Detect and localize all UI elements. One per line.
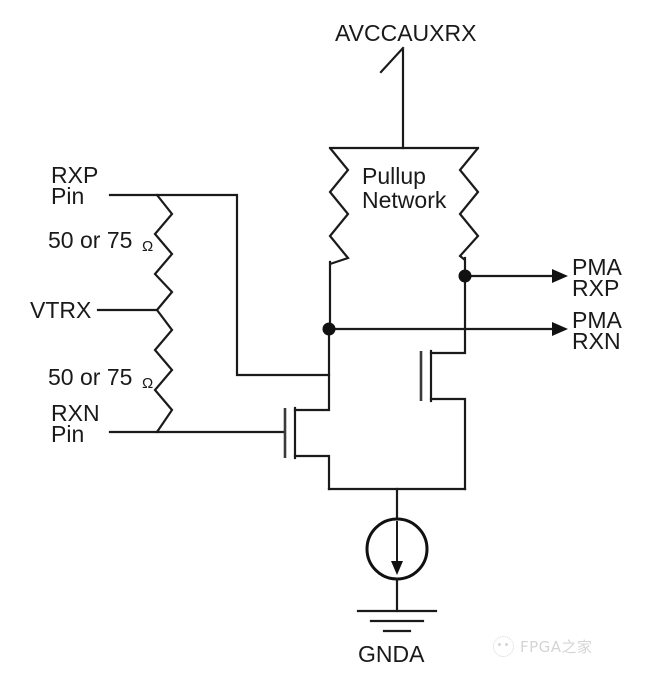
nmos-right-source-path — [429, 397, 467, 491]
pullup-left-resistor-zigzag — [328, 147, 350, 266]
ground-symbol-group — [356, 609, 438, 633]
pma-rxn-label-line1: PMA — [572, 307, 623, 333]
nmos-left-drain-path — [293, 327, 331, 412]
supply-rail-group — [379, 46, 405, 150]
watermark-text: FPGA之家 — [520, 638, 593, 656]
nmos-right-transistor — [419, 274, 467, 491]
termination-bottom-resistor-zigzag — [153, 309, 174, 433]
supply-leader-line — [379, 46, 405, 74]
termination-top-value-label: 50 or 75 — [48, 227, 132, 253]
nmos-left-transistor — [283, 327, 331, 491]
termination-bottom-value-label: 50 or 75 — [48, 364, 132, 390]
pma-rxp-label-line2: RXP — [572, 275, 619, 301]
current-source-arrowhead — [391, 561, 403, 575]
pullup-right-resistor-zigzag — [458, 147, 480, 261]
fpga-home-logo-icon — [493, 636, 514, 657]
pullup-network-group: Pullup Network — [328, 146, 480, 331]
nmos-left-source-path — [293, 454, 331, 491]
termination-network-group — [96, 193, 331, 434]
rxp-pin-label-line1: RXP — [51, 162, 98, 188]
supply-label: AVCCAUXRX — [335, 20, 476, 46]
pullup-label-line1: Pullup — [362, 163, 426, 189]
pma-output-arrows — [552, 269, 568, 336]
tail-current-source-group — [365, 487, 429, 613]
node-dot-pma-rxp — [458, 269, 472, 283]
rxn-pin-label-line2: Pin — [51, 421, 84, 447]
node-rails-group — [322, 269, 554, 491]
termination-top-unit-label: Ω — [142, 238, 153, 255]
pma-rxn-label-line2: RXN — [572, 328, 621, 354]
rxp-branch-route — [155, 193, 331, 377]
pma-rxp-label-line1: PMA — [572, 254, 623, 280]
termination-bottom-unit-label: Ω — [142, 375, 153, 392]
termination-top-resistor-zigzag — [153, 194, 174, 311]
diagram-labels-group: RXP Pin 50 or 75 Ω VTRX 50 or 75 Ω RXN P… — [30, 20, 623, 667]
pullup-label-line2: Network — [362, 187, 447, 213]
rxp-pin-label-line2: Pin — [51, 183, 84, 209]
vtrx-label: VTRX — [30, 297, 91, 323]
pma-rxp-arrowhead — [552, 269, 568, 283]
nmos-right-drain-path — [429, 274, 467, 355]
ground-label: GNDA — [358, 641, 425, 667]
rxn-pin-label-line1: RXN — [51, 400, 100, 426]
pma-rxn-arrowhead — [552, 322, 568, 336]
node-dot-pma-rxn — [322, 322, 336, 336]
watermark: FPGA之家 — [493, 636, 593, 657]
